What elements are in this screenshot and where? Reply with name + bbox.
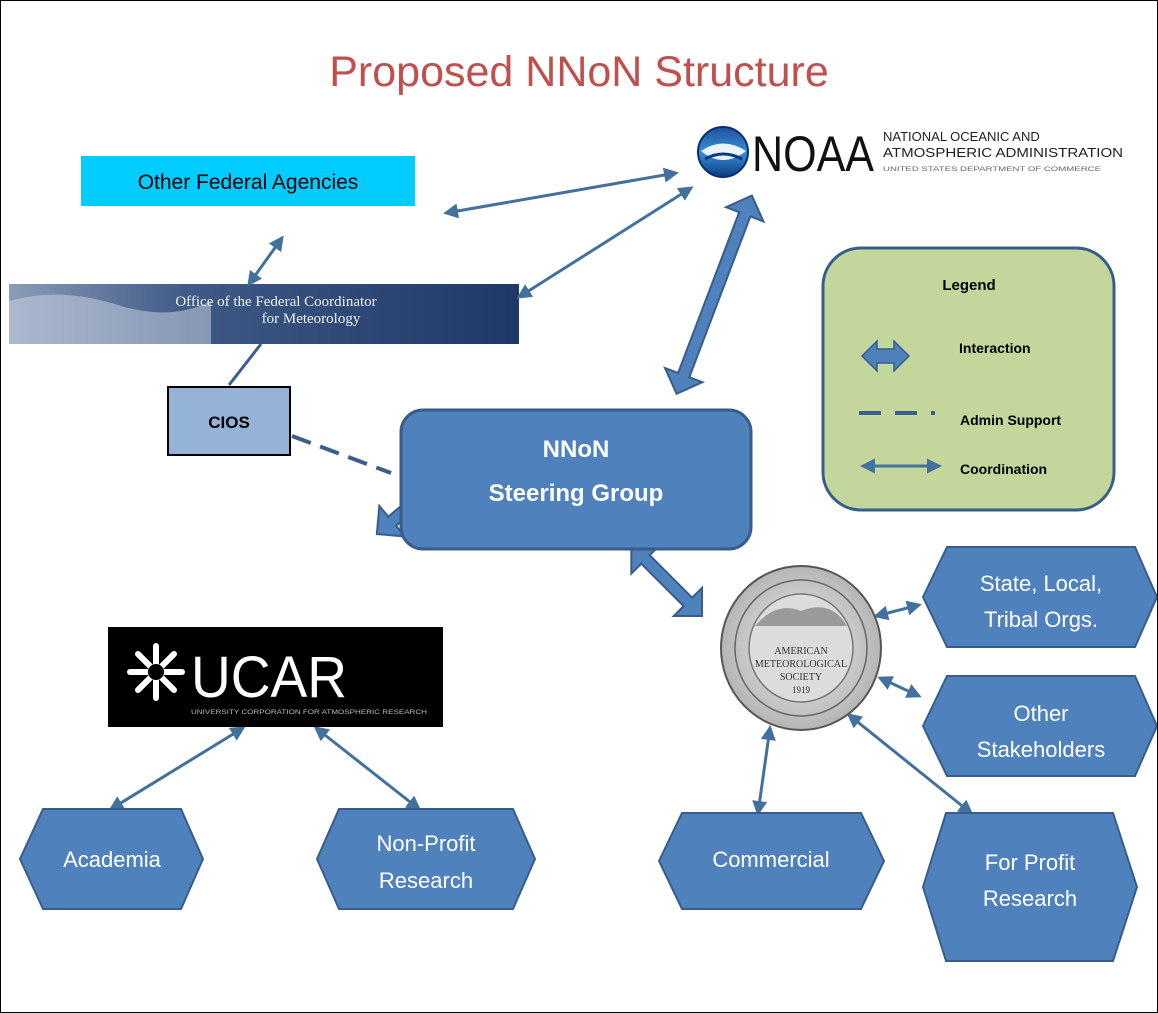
ams-name-line-2: METEOROLOGICAL: [755, 659, 847, 670]
cios-label: CIOS: [208, 413, 250, 432]
node-academia: Academia: [18, 808, 205, 910]
noaa-line-3: UNITED STATES DEPARTMENT OF COMMERCE: [883, 167, 1101, 173]
steering-group-box: NNoN Steering Group: [399, 408, 753, 551]
ams-seal: AMERICAN METEOROLOGICAL SOCIETY 1919: [720, 565, 882, 731]
noaa-line-2: ATMOSPHERIC ADMINISTRATION: [883, 145, 1123, 160]
legend: Legend Interaction Admin Support Coordin…: [821, 246, 1116, 512]
node-other-stakeholders: Other Stakeholders: [921, 675, 1157, 777]
steering-group-line-2: Steering Group: [489, 480, 664, 507]
node-other-stakeholders-line-2: Stakeholders: [977, 737, 1105, 762]
steering-group-line-1: NNoN: [543, 436, 610, 463]
legend-title: Legend: [942, 277, 995, 294]
node-academia-label: Academia: [63, 847, 162, 872]
node-state-local: State, Local, Tribal Orgs.: [921, 546, 1157, 648]
legend-interaction-swatch: [860, 339, 911, 373]
legend-item-coordination: Coordination: [960, 461, 1047, 477]
ams-name-line-1: AMERICAN: [774, 646, 827, 657]
node-other-stakeholders-line-1: Other: [1013, 701, 1068, 726]
node-forprofit-line-1: For Profit: [985, 850, 1075, 875]
node-state-local-line-2: Tribal Orgs.: [984, 607, 1098, 632]
ofcm-line-2: for Meteorology: [262, 311, 361, 327]
other-federal-agencies-label: Other Federal Agencies: [138, 171, 359, 194]
page-title: Proposed NNoN Structure: [329, 48, 829, 96]
node-state-local-line-1: State, Local,: [980, 571, 1102, 596]
legend-item-admin-support: Admin Support: [960, 412, 1061, 428]
ucar-subtitle: UNIVERSITY CORPORATION FOR ATMOSPHERIC R…: [191, 710, 427, 716]
ucar-wordmark: UCAR: [191, 645, 347, 710]
node-forprofit: For Profit Research: [921, 812, 1139, 962]
admin-support-line: [291, 434, 392, 475]
noaa-logo: NOAA NATIONAL OCEANIC AND ATMOSPHERIC AD…: [697, 126, 1123, 182]
other-federal-agencies-box: Other Federal Agencies: [81, 156, 415, 206]
interaction-arrow-ams: [630, 544, 704, 618]
ucar-logo: UCAR UNIVERSITY CORPORATION FOR ATMOSPHE…: [108, 627, 443, 727]
node-nonprofit: Non-Profit Research: [315, 808, 537, 910]
node-nonprofit-line-2: Research: [379, 868, 473, 893]
noaa-line-1: NATIONAL OCEANIC AND: [883, 129, 1040, 144]
node-forprofit-line-2: Research: [983, 886, 1077, 911]
node-commercial-label: Commercial: [712, 847, 829, 872]
noaa-wordmark: NOAA: [752, 126, 875, 182]
node-nonprofit-line-1: Non-Profit: [376, 831, 475, 856]
ams-name-line-3: SOCIETY: [780, 672, 822, 683]
interaction-arrow-noaa: [663, 194, 766, 396]
ofcm-banner: Office of the Federal Coordinator for Me…: [9, 284, 519, 344]
coordination-arrows: [108, 167, 974, 816]
node-commercial: Commercial: [657, 812, 886, 910]
legend-item-interaction: Interaction: [959, 340, 1031, 356]
ofcm-line-1: Office of the Federal Coordinator: [175, 294, 376, 310]
cios-box: CIOS: [167, 386, 291, 456]
ams-year: 1919: [792, 685, 811, 695]
